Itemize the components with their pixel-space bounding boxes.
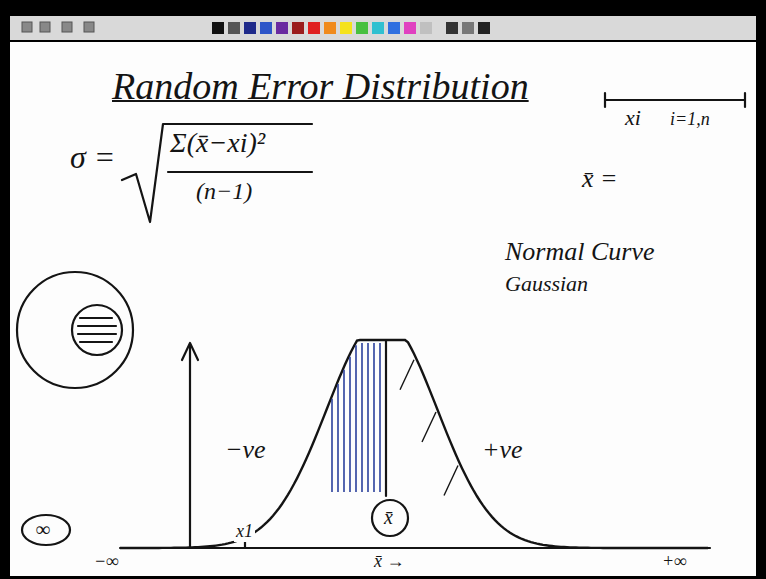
normal-curve [120,340,708,548]
handwritten-label: i=1,n [670,110,710,130]
handwritten-label: x̄ → [372,552,407,572]
drawing-stroke [355,345,357,492]
drawing-stroke [404,22,416,34]
drawing-stroke [308,22,320,34]
drawing-stroke [276,22,288,34]
drawing-stroke [372,22,384,34]
ink [17,93,745,548]
drawing-stroke [372,500,408,536]
handwritten-label: +∞ [660,552,689,572]
drawing-stroke [212,22,224,34]
drawing-stroke [182,343,198,360]
handwritten-label: ∞ [36,518,50,540]
drawing-stroke [189,345,191,548]
drawing-stroke [446,22,458,34]
drawing-stroke [78,318,116,342]
drawing-stroke [22,22,32,32]
handwritten-label: Normal Curve [505,238,655,267]
toolbar [10,16,756,40]
drawing-stroke [605,99,745,101]
drawing-stroke [367,343,369,492]
drawing-stroke [331,399,333,492]
drawing-stroke [379,343,381,492]
drawing-stroke [356,22,368,34]
drawing-stroke [244,22,256,34]
drawing-stroke [122,124,312,222]
drawing-stroke [40,22,50,32]
canvas [10,42,756,576]
drawing-stroke [422,412,436,442]
drawing-stroke [292,22,304,34]
gaussian-curve [120,340,708,548]
handwritten-label: x̄ = [582,165,618,194]
drawing-stroke [420,22,432,34]
drawing-stroke [168,171,312,173]
drawing-stroke [17,272,133,388]
drawing-stroke [385,340,387,496]
handwritten-label: −∞ [92,552,121,572]
drawing-stroke [388,22,400,34]
drawing-stroke [340,22,352,34]
drawing-stroke [260,22,272,34]
handwritten-label: Gaussian [505,272,588,296]
slide-title: Random Error Distribution [112,66,529,108]
toolbar-icons [22,22,94,32]
drawing-stroke [343,370,345,492]
handwritten-label: σ = [70,140,115,175]
color-palette [212,22,490,34]
drawing-stroke [373,343,375,492]
handwritten-label: x1 [234,522,255,542]
drawing-stroke [324,22,336,34]
drawing-stroke [228,22,240,34]
drawing-stroke [604,93,606,107]
drawing-stroke [361,343,363,492]
drawing-stroke [84,22,94,32]
drawing-stroke [72,305,122,355]
handwritten-label: xi [625,106,641,130]
drawing-stroke [22,515,70,545]
drawing-stroke [462,22,474,34]
drawing-stroke [478,22,490,34]
handwritten-label: +ve [482,436,523,465]
drawing-stroke [62,22,72,32]
drawing-stroke [337,384,339,492]
handwritten-label: Σ(x̄−xi)² [170,128,265,159]
handwritten-label: x̄ [382,506,395,528]
handwritten-label: −ve [225,436,266,465]
drawing-stroke [349,357,351,492]
drawing-stroke [744,93,746,107]
drawing-stroke [400,360,414,390]
drawing-stroke [444,465,458,495]
handwritten-label: (n−1) [196,178,252,204]
